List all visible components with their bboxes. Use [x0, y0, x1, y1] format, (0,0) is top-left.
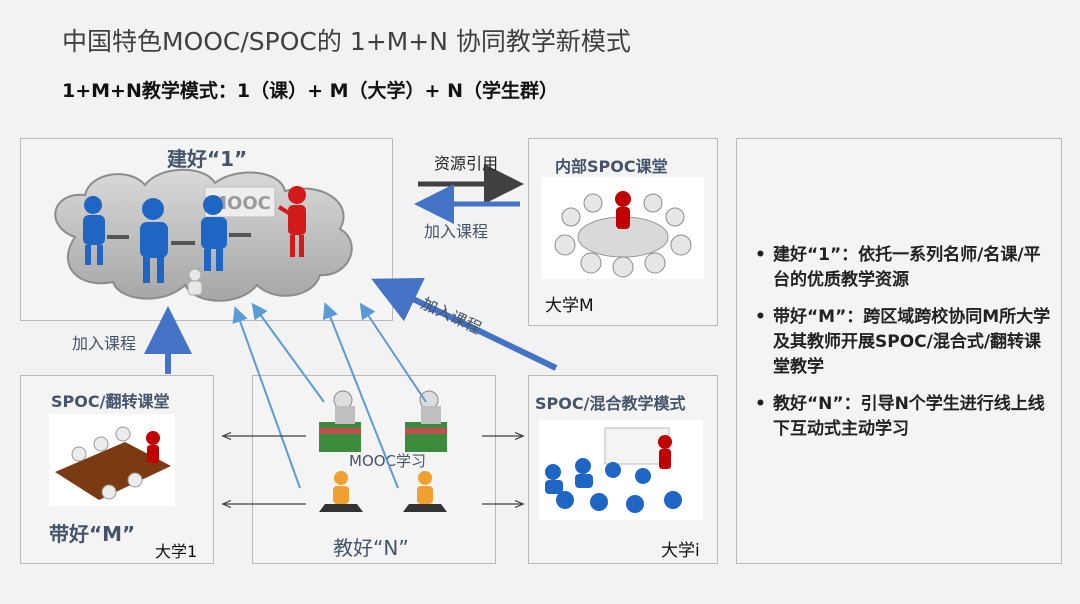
box-internal-spoc: 内部SPOC课堂 大学M: [528, 138, 718, 326]
page-title: 中国特色MOOC/SPOC的 1+M+N 协同教学新模式: [62, 27, 631, 56]
box-build-one: 建好“1” MOOC: [20, 138, 393, 321]
bullet-teach-n: 教好“N”：引导N个学生进行线上线下互动式主动学习: [753, 392, 1053, 442]
page-subtitle: 1+M+N教学模式：1（课）+ M（大学）+ N（学生群）: [62, 80, 558, 102]
university-m-caption: 大学M: [545, 296, 594, 316]
lead-m-caption: 带好“M”: [49, 522, 136, 546]
student-arrow-4: [359, 302, 427, 403]
university-i-caption: 大学i: [661, 541, 700, 561]
reading-student-2: [405, 390, 447, 452]
join-course-label-left: 加入课程: [72, 334, 137, 353]
box-flipped-classroom-label: SPOC/翻转课堂: [51, 392, 170, 411]
box-internal-spoc-label: 内部SPOC课堂: [555, 157, 668, 176]
box-build-one-label: 建好“1”: [167, 147, 248, 171]
box-flipped-classroom: SPOC/翻转课堂 带好“M” 大学1: [20, 375, 214, 564]
meeting-table-illustration: [49, 414, 175, 506]
summary-box: 建好“1”：依托一系列名师/名课/平台的优质教学资源 带好“M”：跨区域跨校协同…: [736, 138, 1062, 564]
teach-n-caption: 教好“N”: [333, 536, 409, 560]
students-illustration: [319, 390, 447, 512]
student-arrow-3: [322, 302, 399, 489]
round-table-illustration: [541, 177, 704, 279]
box-blended-learning-label: SPOC/混合教学模式: [535, 394, 686, 413]
reading-student-1: [319, 390, 361, 452]
bullet-lead-m: 带好“M”：跨区域跨校协同M所大学及其教师开展SPOC/混合式/翻转课堂教学: [753, 305, 1053, 380]
box-blended-learning: SPOC/混合教学模式 大学i: [528, 375, 718, 564]
mooc-cloud-illustration: MOOC: [54, 168, 353, 302]
cloud-mooc-text: MOOC: [209, 193, 271, 214]
bullet-build-one: 建好“1”：依托一系列名师/名课/平台的优质教学资源: [753, 243, 1053, 293]
resource-arrow-label: 资源引用: [434, 154, 499, 173]
summary-bullets: 建好“1”：依托一系列名师/名课/平台的优质教学资源 带好“M”：跨区域跨校协同…: [753, 243, 1053, 454]
classroom-illustration: [539, 420, 703, 520]
cheering-students: [333, 471, 433, 504]
join-course-label-top: 加入课程: [424, 222, 489, 241]
student-arrow-1: [232, 306, 301, 489]
join-course-arrow-diagonal: [371, 278, 558, 371]
university-1-caption: 大学1: [155, 542, 198, 561]
student-arrow-2: [251, 302, 325, 403]
